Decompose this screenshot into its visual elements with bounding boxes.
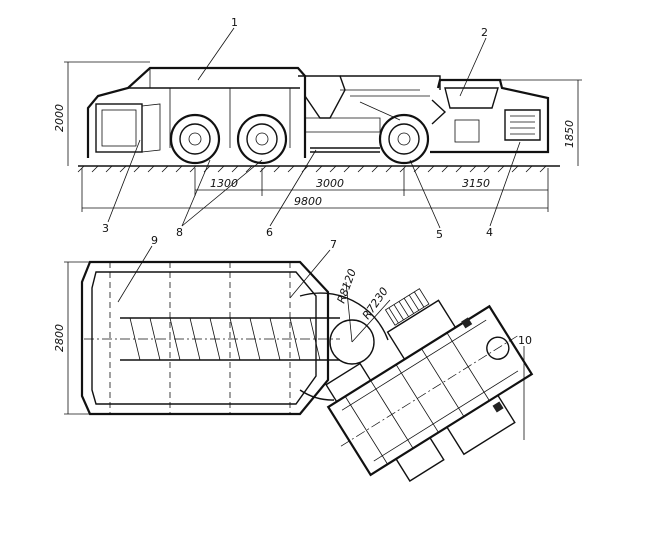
leader-8a — [181, 159, 211, 227]
tank-plan — [395, 436, 445, 482]
engine-side — [141, 103, 161, 153]
bucket-plan-outline — [80, 260, 330, 416]
dim-wheelbase-2: 3000 — [316, 177, 344, 190]
callout-2: 2 — [481, 26, 488, 39]
callout-3: 3 — [102, 222, 109, 235]
wheel-1 — [169, 113, 221, 165]
tractor-body — [430, 78, 550, 154]
bucket-plan-ribs — [109, 262, 291, 414]
frame-top — [340, 75, 441, 90]
plan-view: R8120 R7230 2800 9 — [53, 234, 534, 482]
articulation-hopper — [298, 75, 346, 119]
bucket-plan-inner — [91, 271, 317, 405]
front-wheel-right — [445, 394, 516, 456]
bucket-ribs — [149, 68, 291, 148]
side-view: 2000 1850 1300 3000 3150 9800 1 2 3 4 5 … — [53, 16, 582, 241]
marker-block-b — [461, 317, 473, 329]
dim-width: 2800 — [53, 324, 66, 352]
bumper-grille — [510, 115, 535, 135]
leader-8b — [181, 159, 263, 227]
engine-block — [95, 103, 143, 153]
leader-5 — [409, 159, 441, 229]
callout-9: 9 — [151, 234, 158, 247]
radius-outer: R8120 — [335, 267, 359, 305]
engine-inner — [101, 109, 137, 147]
radiator-grid — [384, 288, 430, 326]
tractor-plan — [325, 288, 534, 482]
ground-hatch — [77, 165, 547, 173]
control-box — [454, 119, 480, 143]
leader-9 — [117, 245, 153, 303]
tractor-centerline — [340, 334, 520, 447]
wheel-3 — [378, 113, 430, 165]
callout-1: 1 — [231, 16, 238, 29]
leader-3 — [107, 139, 141, 223]
leader-2 — [459, 37, 487, 97]
callout-4: 4 — [486, 226, 493, 239]
leader-4 — [489, 141, 521, 227]
tractor-crossmembers — [344, 332, 490, 465]
tractor-rails — [341, 319, 519, 462]
turning-arc-outer — [299, 292, 389, 341]
articulation-joint — [329, 319, 375, 365]
drive-shaft — [310, 147, 380, 153]
marker-block-a — [492, 401, 504, 413]
steering-link — [431, 99, 447, 125]
callout-5: 5 — [436, 228, 443, 241]
bucket-body — [86, 66, 307, 158]
leader-7 — [289, 249, 331, 299]
radius-line-inner — [351, 299, 391, 343]
dim-rear-overhang: 3150 — [462, 177, 490, 190]
callout-7: 7 — [330, 238, 337, 251]
turning-arc-lower — [299, 389, 335, 401]
radius-line-outer — [345, 281, 353, 343]
operator-cab — [444, 87, 499, 109]
leader-1 — [197, 27, 235, 81]
front-wheel-left — [386, 299, 457, 361]
leader-6 — [269, 149, 317, 227]
front-bumper-unit — [504, 109, 541, 141]
articulation-frame — [304, 117, 381, 133]
cab-plan — [325, 362, 372, 403]
hydraulic-lines — [340, 89, 430, 121]
wheel-2 — [236, 113, 288, 165]
dim-height-right: 1850 — [563, 120, 576, 148]
reel-plan — [486, 336, 510, 360]
callout-10: 10 — [518, 334, 532, 347]
dim-height-left: 2000 — [53, 104, 66, 132]
dim-wheelbase-1: 1300 — [210, 177, 238, 190]
callout-8: 8 — [176, 226, 183, 239]
dim-overall-length: 9800 — [294, 195, 322, 208]
callout-6: 6 — [266, 226, 273, 239]
